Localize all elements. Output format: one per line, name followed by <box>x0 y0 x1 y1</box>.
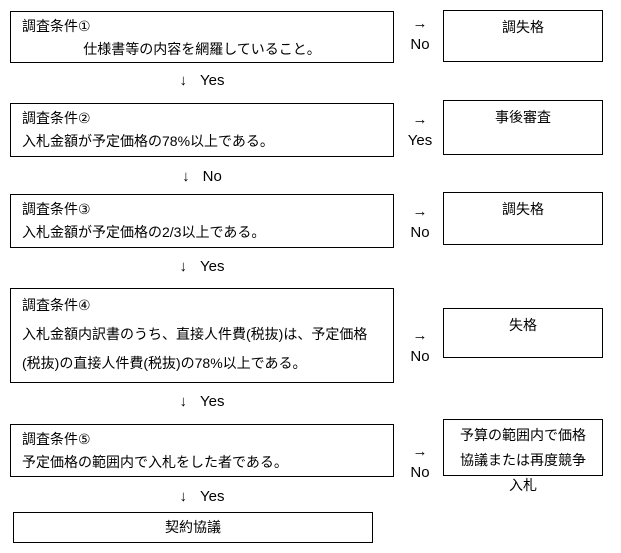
down-connector-3: ↓ Yes <box>10 257 394 277</box>
down-connector-1: ↓ Yes <box>10 71 394 91</box>
right-arrow-icon: → <box>412 203 428 220</box>
condition-box-3: 調査条件③ 入札金額が予定価格の2/3以上である。 <box>10 194 394 248</box>
branch-3: → No <box>398 201 442 243</box>
branch-label: No <box>410 224 430 241</box>
condition-box-2: 調査条件② 入札金額が予定価格の78%以上である。 <box>10 103 394 157</box>
branch-label: No <box>410 348 430 365</box>
condition-description: 入札金額が予定価格の2/3以上である。 <box>22 224 266 240</box>
down-arrow-icon: ↓ <box>182 168 190 185</box>
branch-2: → Yes <box>398 109 442 151</box>
branch-label: No <box>410 464 430 481</box>
condition-title: 調査条件② <box>22 110 91 126</box>
condition-box-5: 調査条件⑤ 予定価格の範囲内で入札をした者である。 <box>10 424 394 477</box>
condition-title: 調査条件⑤ <box>22 431 91 447</box>
condition-box-4: 調査条件④ 入札金額内訳書のうち、直接人件費(税抜)は、予定価格(税抜)の直接人… <box>10 288 394 383</box>
result-box-3: 調失格 <box>443 192 603 245</box>
down-label: Yes <box>200 393 225 410</box>
branch-label: No <box>410 36 430 53</box>
down-arrow-icon: ↓ <box>179 393 188 410</box>
branch-label: Yes <box>407 132 433 149</box>
condition-title: 調査条件① <box>22 18 91 34</box>
down-connector-4: ↓ Yes <box>10 392 394 412</box>
down-label: Yes <box>200 258 225 275</box>
right-arrow-icon: → <box>412 15 428 32</box>
down-label: Yes <box>200 488 225 505</box>
condition-title: 調査条件④ <box>22 297 91 313</box>
down-label: No <box>202 168 222 185</box>
condition-box-1: 調査条件① 仕様書等の内容を網羅していること。 <box>10 11 394 63</box>
condition-title: 調査条件③ <box>22 201 91 217</box>
right-arrow-icon: → <box>412 327 428 344</box>
condition-description: 予定価格の範囲内で入札をした者である。 <box>22 454 288 470</box>
down-arrow-icon: ↓ <box>179 258 188 275</box>
right-arrow-icon: → <box>412 443 428 460</box>
condition-description: 仕様書等の内容を網羅していること。 <box>83 41 321 57</box>
condition-description: 入札金額内訳書のうち、直接人件費(税抜)は、予定価格(税抜)の直接人件費(税抜)… <box>22 326 368 371</box>
branch-1: → No <box>398 13 442 55</box>
down-arrow-icon: ↓ <box>179 72 188 89</box>
condition-description: 入札金額が予定価格の78%以上である。 <box>22 133 274 149</box>
final-box-contract-negotiation: 契約協議 <box>13 512 373 543</box>
down-label: Yes <box>200 72 225 89</box>
right-arrow-icon: → <box>412 111 428 128</box>
branch-5: → No <box>398 441 442 483</box>
result-box-2: 事後審査 <box>443 100 603 155</box>
down-connector-2: ↓ No <box>10 167 394 187</box>
result-box-5: 予算の範囲内で価格協議または再度競争入札 <box>443 419 603 493</box>
branch-4: → No <box>398 325 442 367</box>
result-box-4: 失格 <box>443 308 603 358</box>
result-box-1: 調失格 <box>443 10 603 62</box>
down-arrow-icon: ↓ <box>179 488 188 505</box>
down-connector-5: ↓ Yes <box>10 487 394 507</box>
